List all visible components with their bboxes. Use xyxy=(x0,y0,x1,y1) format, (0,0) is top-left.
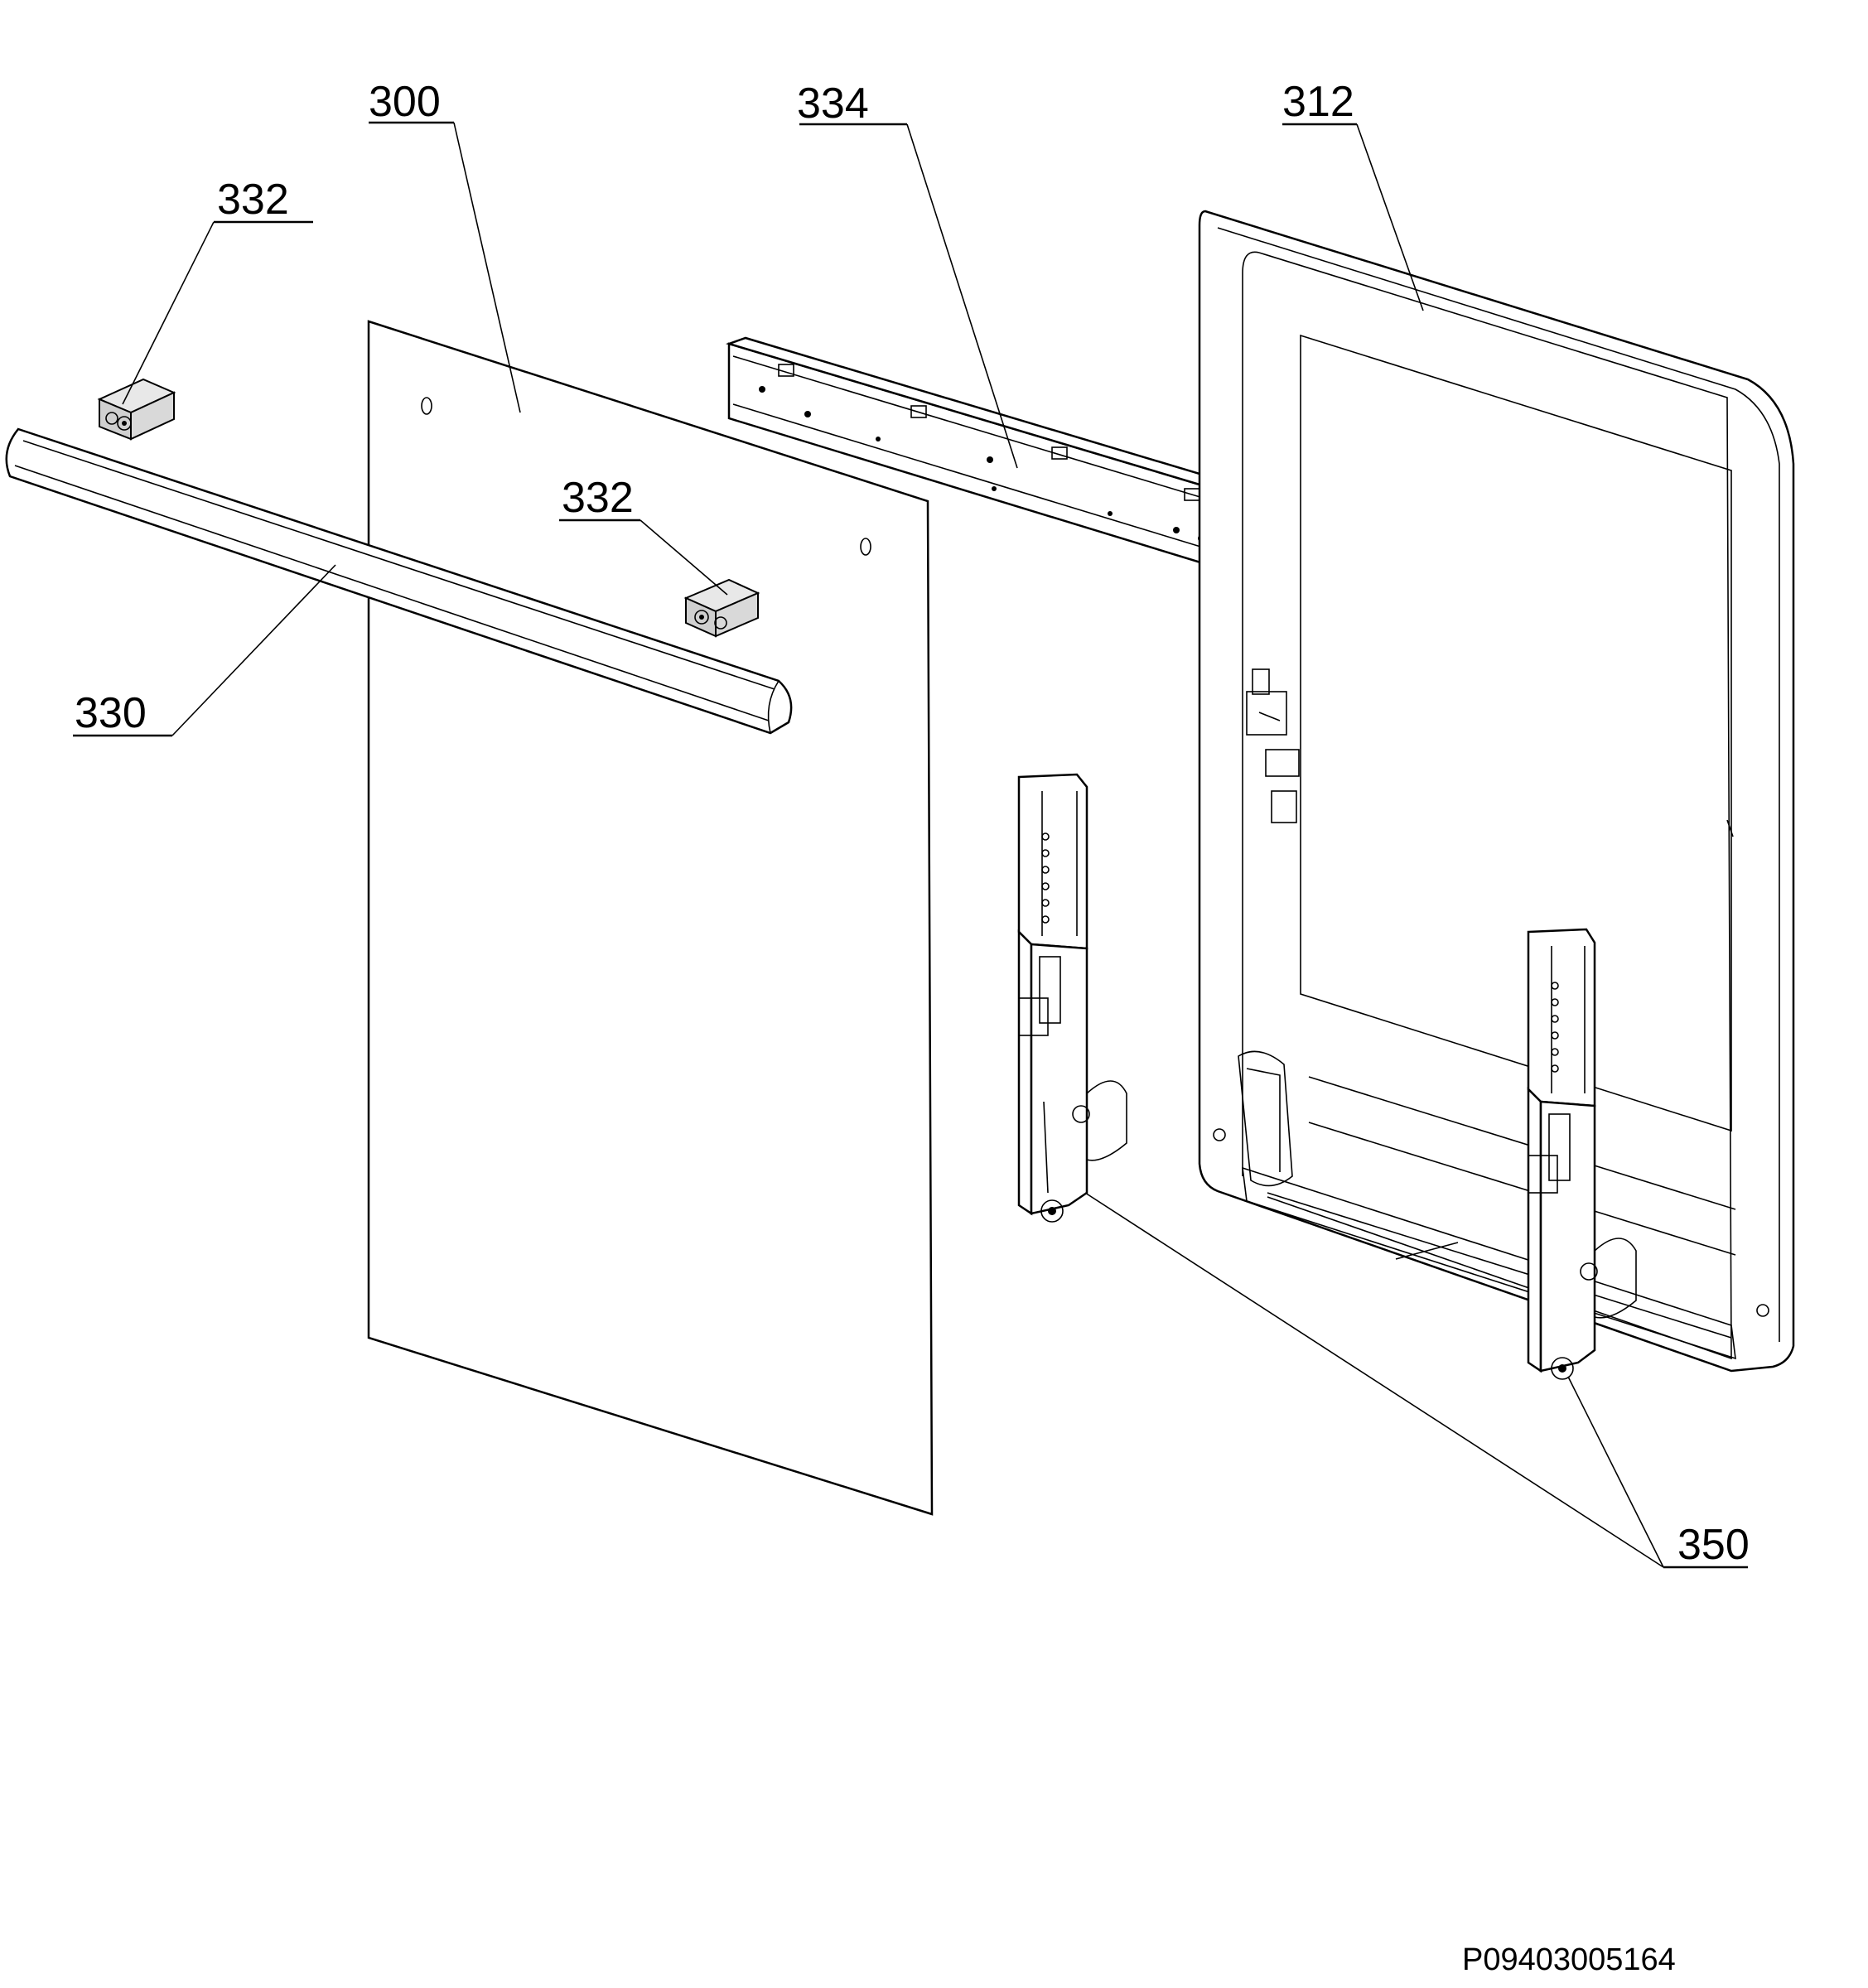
callout-300: 300 xyxy=(369,78,441,126)
door-hinge-right xyxy=(1527,928,1637,1380)
inner-door-frame xyxy=(1198,210,1795,1373)
callout-332-right: 332 xyxy=(562,474,634,522)
callout-332-left: 332 xyxy=(217,176,289,224)
drawing-code: P09403005164 xyxy=(1462,1942,1676,1977)
door-glass-panel xyxy=(367,320,934,1516)
callout-350: 350 xyxy=(1677,1521,1750,1569)
callout-330: 330 xyxy=(75,689,147,737)
handle-mount-block-right xyxy=(683,578,760,638)
leader-lines xyxy=(73,121,1748,1569)
top-door-rail xyxy=(725,336,1276,581)
door-hinge-left xyxy=(1017,773,1127,1223)
callout-334: 334 xyxy=(797,80,869,128)
handle-bar xyxy=(5,427,793,735)
callout-312: 312 xyxy=(1282,78,1354,126)
handle-mount-block-left xyxy=(97,378,176,441)
